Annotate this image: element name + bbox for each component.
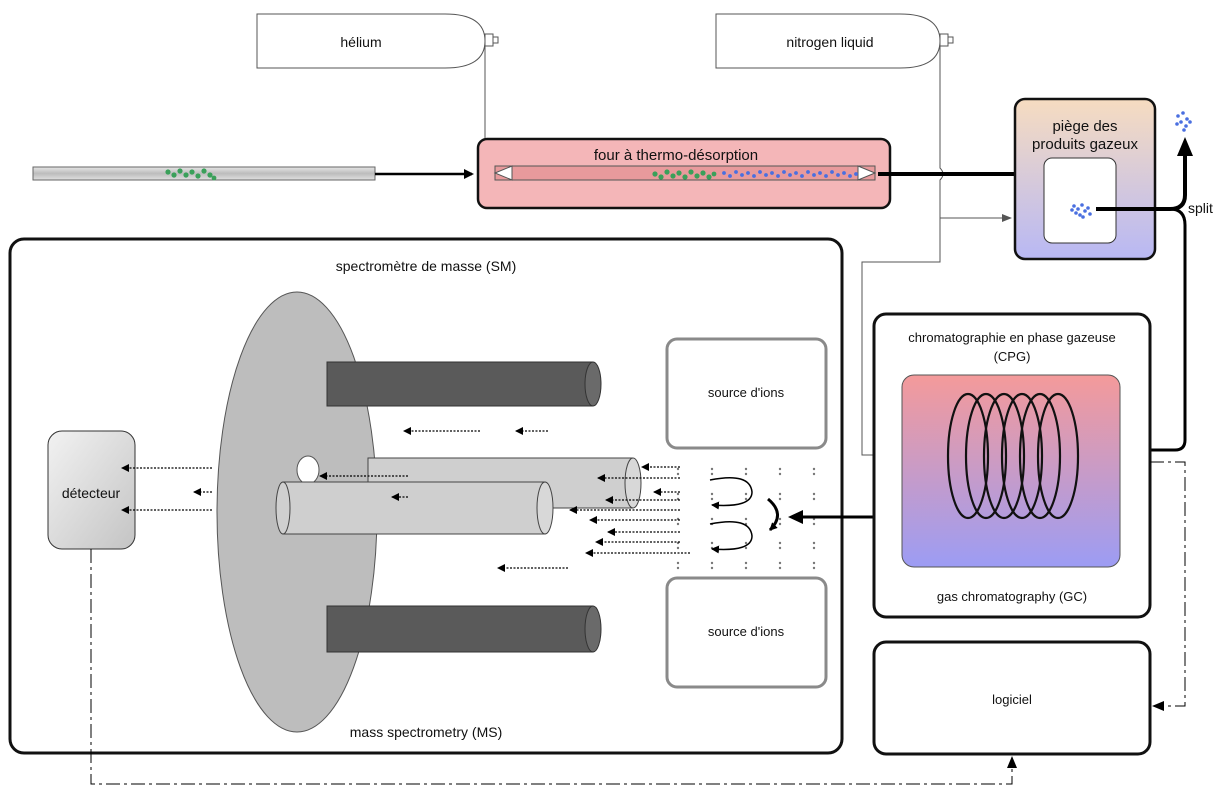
ionization-loops — [709, 477, 779, 554]
gc-column-coil — [946, 392, 1080, 520]
nitrogen-label: nitrogen liquid — [786, 34, 873, 50]
nitrogen-tank: nitrogen liquid — [715, 13, 954, 69]
quadrupole-rod-top — [326, 361, 602, 407]
gc-to-software-data-line — [1150, 461, 1186, 707]
ion-trajectories — [121, 427, 690, 572]
vented-particles — [1175, 111, 1192, 132]
detector-to-software-data-line — [90, 549, 1013, 785]
oven-label: four à thermo-désorption — [594, 147, 758, 164]
ion-source-bottom-label: source d'ions — [708, 624, 785, 639]
ion-grid — [676, 467, 816, 570]
detector-label: détecteur — [62, 485, 121, 501]
software-label: logiciel — [992, 692, 1032, 707]
gas-chromatography: chromatographie en phase gazeuse (CPG) g… — [872, 312, 1152, 619]
gas-product-trap: piège des produits gazeux — [1013, 97, 1157, 261]
mass-spectrometer: spectromètre de masse (SM) mass spectrom… — [8, 237, 844, 755]
thermal-desorption-oven: four à thermo-désorption — [476, 137, 892, 210]
split-label: split — [1188, 200, 1213, 216]
gc-subtitle: gas chromatography (GC) — [937, 589, 1087, 604]
detector: détecteur — [47, 430, 136, 550]
gc-label-line1: chromatographie en phase gazeuse — [908, 330, 1115, 345]
trapped-particles — [1070, 203, 1092, 219]
gc-label-line2: (CPG) — [994, 349, 1031, 364]
ion-source-bottom: source d'ions — [665, 576, 828, 689]
sample-tube — [32, 166, 376, 181]
green-particles-oven — [652, 169, 717, 180]
ms-subtitle: mass spectrometry (MS) — [350, 724, 502, 740]
helium-tank: hélium — [256, 13, 499, 69]
blue-particles-oven — [722, 170, 858, 178]
quadrupole-rod-bottom — [326, 605, 602, 653]
ion-source-top-label: source d'ions — [708, 385, 785, 400]
gc-oven — [901, 374, 1121, 568]
quadrupole-rod-middle-front — [275, 481, 554, 535]
helium-label: hélium — [340, 34, 381, 50]
trap-label-line1: piège des — [1052, 118, 1117, 135]
green-particles-tube — [165, 168, 217, 181]
trap-label-line2: produits gazeux — [1032, 136, 1138, 153]
ms-title: spectromètre de masse (SM) — [336, 258, 517, 274]
ion-source-top: source d'ions — [665, 337, 828, 450]
software: logiciel — [872, 640, 1152, 756]
